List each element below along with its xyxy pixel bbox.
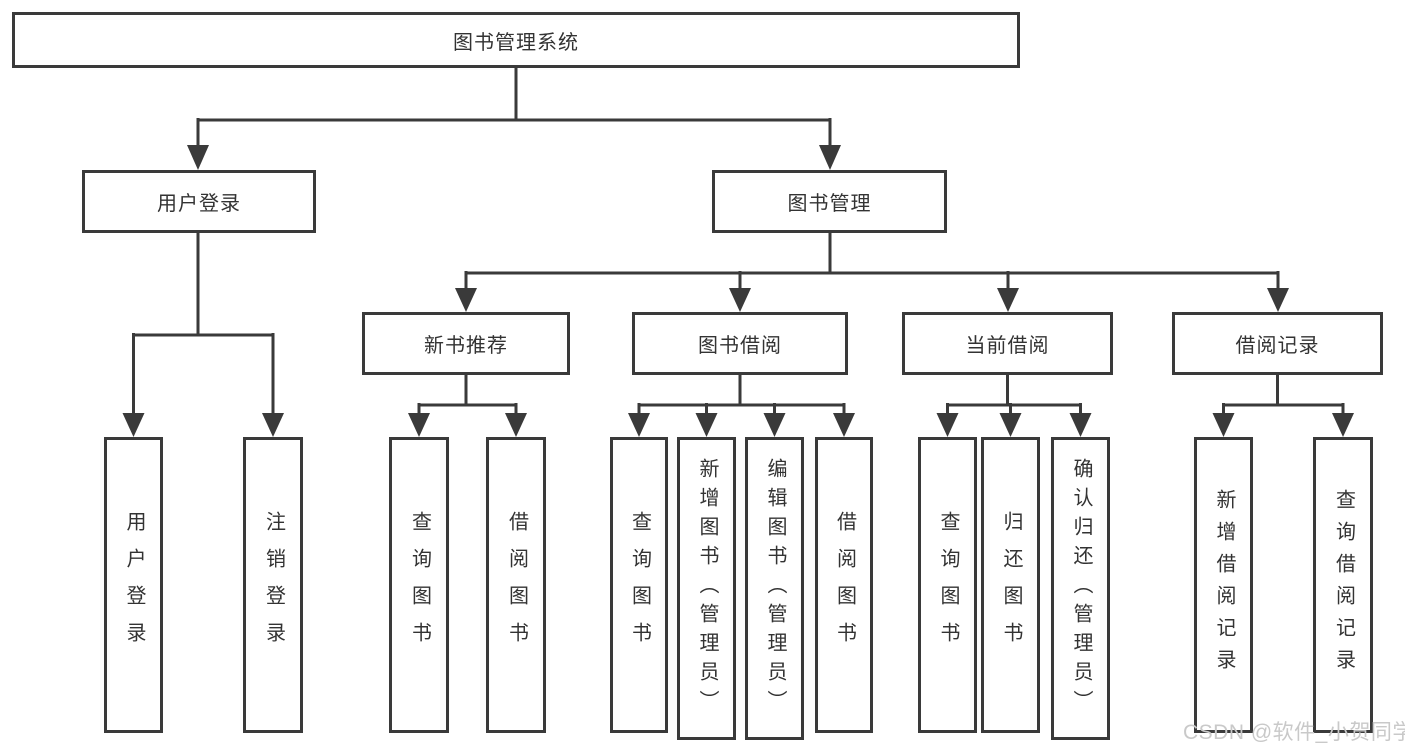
leaf-record-add: 新增借阅记录 <box>1194 437 1253 733</box>
watermark: CSDN @软件_小贺同学 <box>1183 721 1405 744</box>
leaf-current-query: 查询图书 <box>918 437 977 733</box>
leaf-current-return-label: 归还图书 <box>1000 511 1022 659</box>
leaf-newbook-query-label: 查询图书 <box>408 511 431 659</box>
connector-book-borrow-to-leaves <box>628 374 855 437</box>
connector-current-borrow-to-leaves <box>936 374 1092 437</box>
leaf-borrow-book: 借阅图书 <box>815 437 873 733</box>
node-new-book: 新书推荐 <box>362 312 570 375</box>
leaf-record-query-label: 查询借阅记录 <box>1332 489 1355 681</box>
node-book-mgmt-label: 图书管理 <box>787 193 872 215</box>
connector-user-login-to-leaves <box>122 232 284 437</box>
connector-root-to-level2 <box>187 67 841 170</box>
node-root: 图书管理系统 <box>12 12 1020 68</box>
connector-book-mgmt-to-level3 <box>455 232 1289 312</box>
leaf-current-return: 归还图书 <box>981 437 1040 733</box>
node-root-label: 图书管理系统 <box>453 31 579 54</box>
leaf-user-login-label: 用户登录 <box>123 511 145 659</box>
leaf-borrow-book-label: 借阅图书 <box>833 511 856 659</box>
leaf-newbook-query: 查询图书 <box>389 437 449 733</box>
leaf-borrow-edit-admin: 编辑图书（管理员） <box>745 437 804 740</box>
node-borrow-record: 借阅记录 <box>1172 312 1383 375</box>
connector-new-book-to-leaves <box>408 374 527 437</box>
leaf-borrow-add-admin: 新增图书（管理员） <box>677 437 736 740</box>
leaf-borrow-query-label: 查询图书 <box>628 511 651 659</box>
leaf-newbook-borrow-label: 借阅图书 <box>505 511 528 659</box>
leaf-current-confirm-admin: 确认归还（管理员） <box>1051 437 1110 740</box>
node-user-login-label: 用户登录 <box>157 193 241 215</box>
leaf-logout-label: 注销登录 <box>262 511 285 659</box>
leaf-user-login: 用户登录 <box>104 437 163 733</box>
node-current-borrow: 当前借阅 <box>902 312 1113 375</box>
node-book-borrow: 图书借阅 <box>632 312 848 375</box>
leaf-borrow-edit-admin-label: 编辑图书（管理员） <box>764 458 786 719</box>
leaf-current-query-label: 查询图书 <box>937 511 959 659</box>
leaf-newbook-borrow: 借阅图书 <box>486 437 546 733</box>
node-user-login: 用户登录 <box>82 170 316 233</box>
node-book-mgmt: 图书管理 <box>712 170 947 233</box>
node-borrow-record-label: 借阅记录 <box>1235 335 1320 357</box>
leaf-record-query: 查询借阅记录 <box>1313 437 1373 733</box>
node-new-book-label: 新书推荐 <box>424 335 508 357</box>
leaf-record-add-label: 新增借阅记录 <box>1213 489 1235 681</box>
node-book-borrow-label: 图书借阅 <box>698 335 782 357</box>
leaf-borrow-add-admin-label: 新增图书（管理员） <box>696 458 718 719</box>
leaf-borrow-query: 查询图书 <box>610 437 668 733</box>
node-current-borrow-label: 当前借阅 <box>965 335 1050 357</box>
connector-borrow-record-to-leaves <box>1212 374 1354 437</box>
leaf-current-confirm-admin-label: 确认归还（管理员） <box>1070 458 1092 719</box>
leaf-logout: 注销登录 <box>243 437 303 733</box>
